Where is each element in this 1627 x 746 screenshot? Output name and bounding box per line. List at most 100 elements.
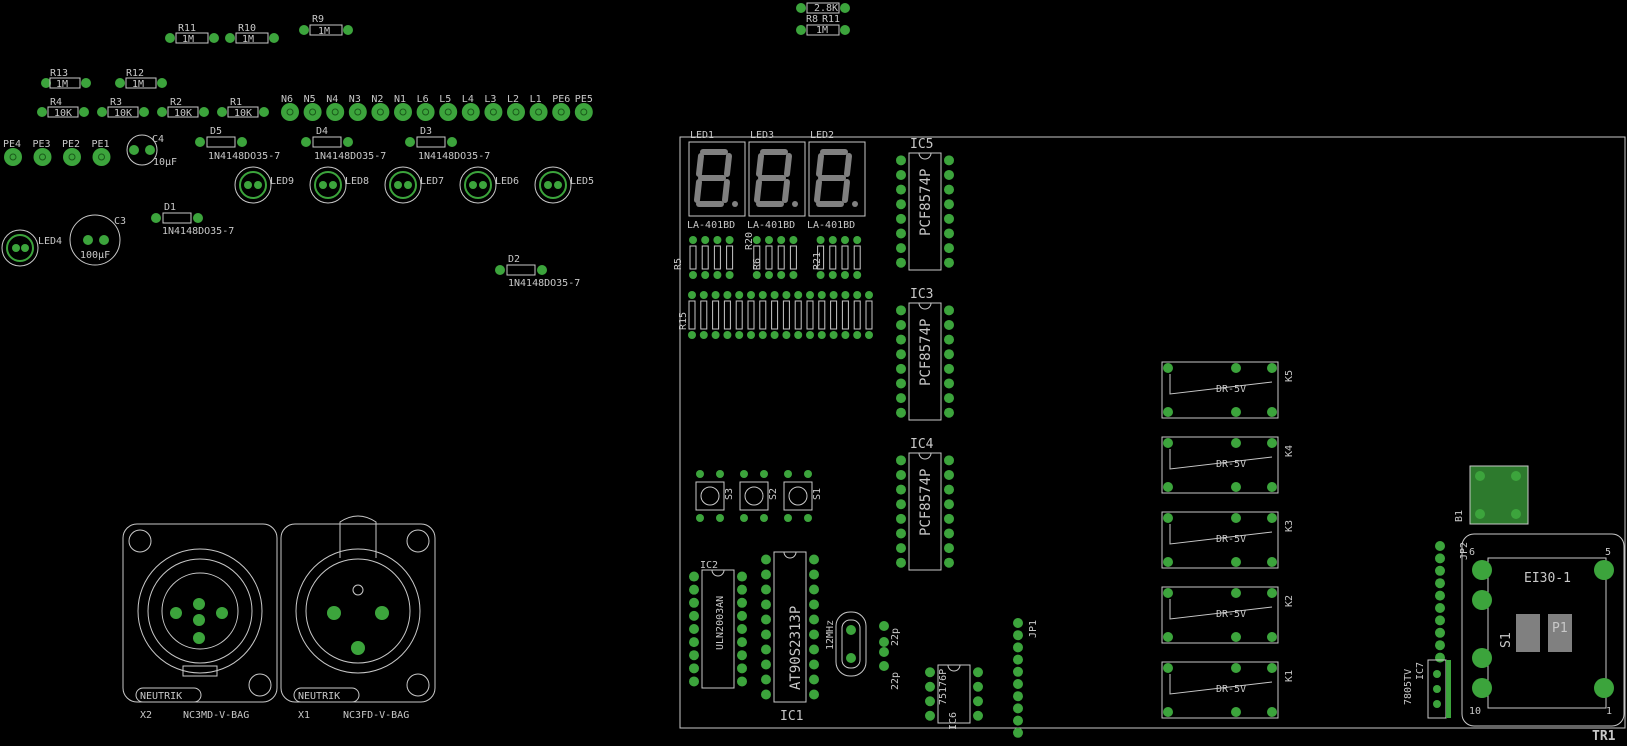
pad-pe4[interactable]: PE4: [3, 139, 22, 166]
pad[interactable]: [1163, 438, 1173, 448]
pad[interactable]: [689, 624, 699, 634]
pad[interactable]: [760, 470, 768, 478]
pad[interactable]: [747, 291, 755, 299]
resistor[interactable]: [777, 236, 786, 279]
pad[interactable]: [896, 378, 906, 389]
pad[interactable]: [806, 331, 814, 339]
pad[interactable]: [737, 637, 747, 648]
pad[interactable]: [723, 331, 732, 339]
pad[interactable]: [809, 554, 819, 565]
pad[interactable]: [737, 676, 747, 687]
pad[interactable]: [896, 228, 906, 239]
pad[interactable]: [711, 331, 720, 339]
pad[interactable]: [1013, 691, 1023, 702]
pad[interactable]: [865, 291, 873, 299]
diode-d4[interactable]: D4 1N4148DO35-7: [301, 126, 386, 162]
pad[interactable]: [809, 614, 819, 625]
jumper-jp1[interactable]: [1013, 618, 1023, 738]
pad[interactable]: [853, 291, 862, 299]
pad[interactable]: [699, 331, 708, 339]
pad[interactable]: [944, 199, 954, 210]
pad[interactable]: [973, 696, 983, 707]
pad[interactable]: [1267, 663, 1277, 673]
pad[interactable]: [944, 363, 954, 374]
pad[interactable]: [752, 271, 761, 279]
pad[interactable]: [896, 543, 906, 554]
pad[interactable]: [817, 331, 826, 339]
pad[interactable]: [688, 331, 696, 339]
pad[interactable]: [1163, 557, 1173, 567]
diode-d2[interactable]: D2 1N4148DO35-7: [495, 254, 580, 289]
pad[interactable]: [1267, 482, 1277, 492]
pad[interactable]: [896, 169, 906, 180]
resistor[interactable]: [752, 236, 761, 279]
pad[interactable]: [737, 650, 747, 661]
pad[interactable]: [689, 610, 699, 621]
pad[interactable]: [777, 236, 786, 244]
pad[interactable]: [896, 257, 906, 268]
pad[interactable]: [737, 571, 747, 582]
pad[interactable]: [701, 236, 710, 244]
pad-l1[interactable]: L1: [529, 94, 548, 121]
resistor[interactable]: [817, 291, 826, 339]
pad[interactable]: [973, 710, 983, 721]
pad[interactable]: [896, 499, 906, 510]
pad[interactable]: [752, 236, 761, 244]
pad-n1[interactable]: N1: [394, 94, 412, 121]
pad[interactable]: [1435, 553, 1445, 564]
regulator-ic7[interactable]: 7805TV IC7: [1403, 659, 1451, 719]
pad[interactable]: [1435, 565, 1445, 576]
pad[interactable]: [896, 469, 906, 480]
resistor[interactable]: [841, 236, 849, 279]
resistor-r2[interactable]: R2 10K: [157, 97, 209, 119]
resistor[interactable]: [758, 291, 767, 339]
pad[interactable]: [853, 236, 862, 244]
pad[interactable]: [1267, 707, 1277, 717]
pad[interactable]: [758, 291, 767, 299]
resistor-r10[interactable]: R10 1M: [225, 23, 279, 45]
pad[interactable]: [689, 663, 699, 674]
pad[interactable]: [944, 407, 954, 418]
pad[interactable]: [816, 271, 825, 279]
resistor[interactable]: [789, 236, 798, 279]
pad[interactable]: [1267, 557, 1277, 567]
capacitor-c4[interactable]: C4 10µF: [126, 134, 177, 168]
pad[interactable]: [723, 291, 732, 299]
pad[interactable]: [896, 155, 906, 166]
pad[interactable]: [1231, 363, 1241, 373]
resistor[interactable]: [794, 291, 803, 339]
pad-l3[interactable]: L3: [484, 94, 503, 121]
pad[interactable]: [689, 637, 699, 648]
transformer-tr1[interactable]: EI30-1 S1 P1 6 5 10 1 TR1: [1461, 533, 1625, 744]
jumper-jp2[interactable]: [1435, 541, 1445, 663]
pad[interactable]: [896, 305, 906, 316]
resistor[interactable]: [711, 291, 720, 339]
ic6-75176p[interactable]: [925, 664, 983, 724]
pad[interactable]: [747, 331, 755, 339]
pad[interactable]: [944, 393, 954, 404]
pad-n4[interactable]: N4: [326, 94, 345, 121]
pad-n2[interactable]: N2: [371, 94, 390, 121]
resistor-r8[interactable]: 2.8K R8: [796, 2, 850, 25]
pad[interactable]: [944, 243, 954, 254]
pad[interactable]: [1163, 513, 1173, 523]
pad-pe1[interactable]: PE1: [92, 139, 111, 166]
pad[interactable]: [1163, 363, 1173, 373]
resistor[interactable]: [699, 291, 708, 339]
pad[interactable]: [841, 271, 849, 279]
resistor[interactable]: [735, 291, 744, 339]
pad[interactable]: [944, 469, 954, 480]
resistor[interactable]: [725, 236, 734, 279]
pad[interactable]: [944, 557, 954, 568]
pad[interactable]: [809, 659, 819, 670]
pad[interactable]: [896, 334, 906, 345]
switch-s2[interactable]: S2: [739, 470, 779, 522]
pad-l4[interactable]: L4: [461, 94, 480, 121]
pad[interactable]: [896, 557, 906, 568]
pad[interactable]: [896, 407, 906, 418]
pad-l5[interactable]: L5: [439, 94, 458, 121]
pad[interactable]: [765, 236, 773, 244]
pad[interactable]: [944, 484, 954, 495]
